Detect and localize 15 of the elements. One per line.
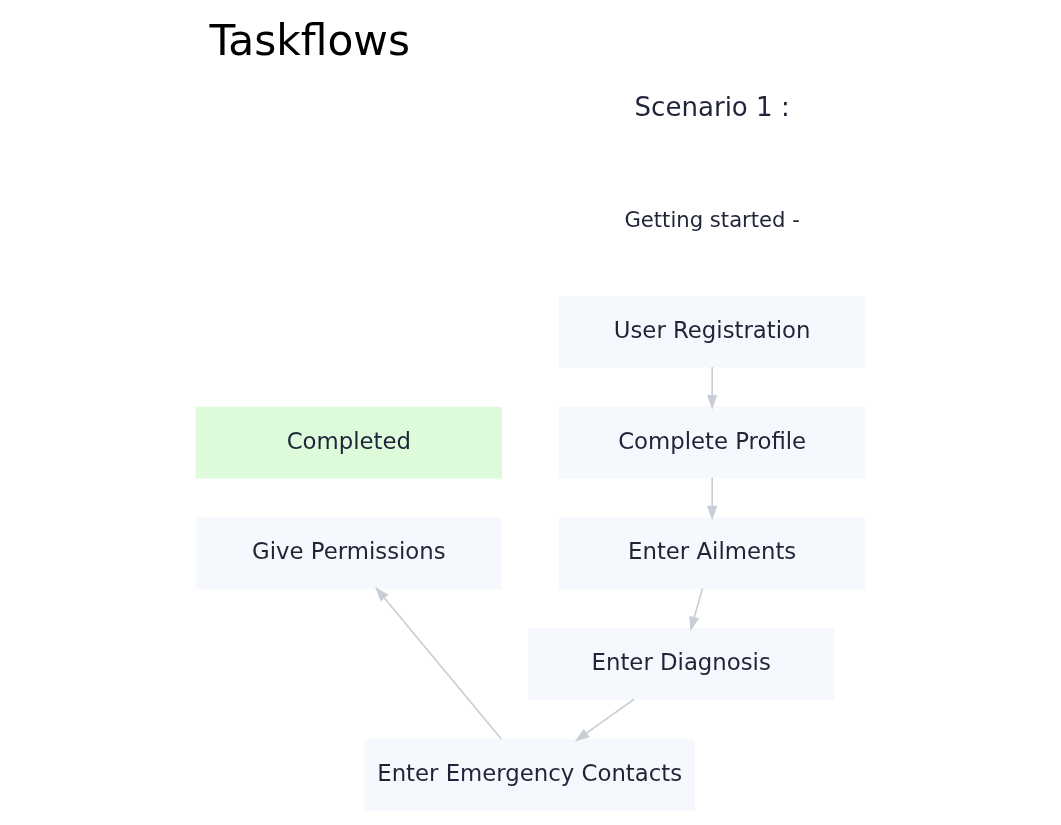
- arrow: [707, 366, 718, 410]
- node-box: Complete Profile: [559, 406, 866, 479]
- arrow: [689, 587, 704, 632]
- label: Getting started -: [624, 206, 800, 232]
- node-box: Enter Emergency Contacts: [364, 739, 696, 811]
- node-box: Enter Diagnosis: [528, 628, 835, 701]
- arrow: [574, 698, 635, 742]
- label: Scenario 1 :: [634, 92, 790, 123]
- node-box: User Registration: [559, 296, 866, 368]
- node-box: Enter Ailments: [559, 517, 866, 590]
- node-box: Completed: [195, 406, 502, 479]
- arrow: [707, 476, 718, 521]
- node-box: Give Permissions: [195, 517, 502, 590]
- diagram-title: Taskflows: [209, 16, 411, 66]
- arrow: [375, 586, 503, 741]
